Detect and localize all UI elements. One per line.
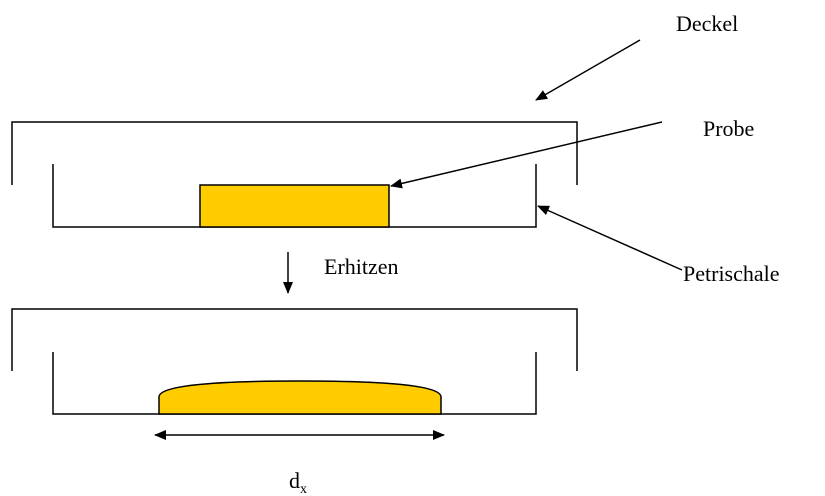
- heating-label: Erhitzen: [324, 254, 399, 279]
- melted-sample: [158, 380, 442, 415]
- sample-callout-arrow: [390, 121, 663, 189]
- sample-label: Probe: [703, 116, 754, 141]
- lid-bottom: [11, 308, 578, 371]
- diameter-symbol: d: [289, 468, 300, 493]
- diameter-label: dx: [289, 468, 307, 496]
- after-heating-setup: [11, 308, 578, 415]
- diameter-subscript: x: [300, 482, 307, 496]
- sample-solid: [199, 184, 390, 228]
- petri-dish-label: Petrischale: [683, 261, 780, 286]
- lid-callout-arrow: [535, 39, 641, 101]
- lid-top: [11, 121, 578, 185]
- before-heating-setup: [11, 121, 578, 228]
- dish-callout-arrow: [537, 205, 683, 271]
- lid-label: Deckel: [676, 11, 738, 36]
